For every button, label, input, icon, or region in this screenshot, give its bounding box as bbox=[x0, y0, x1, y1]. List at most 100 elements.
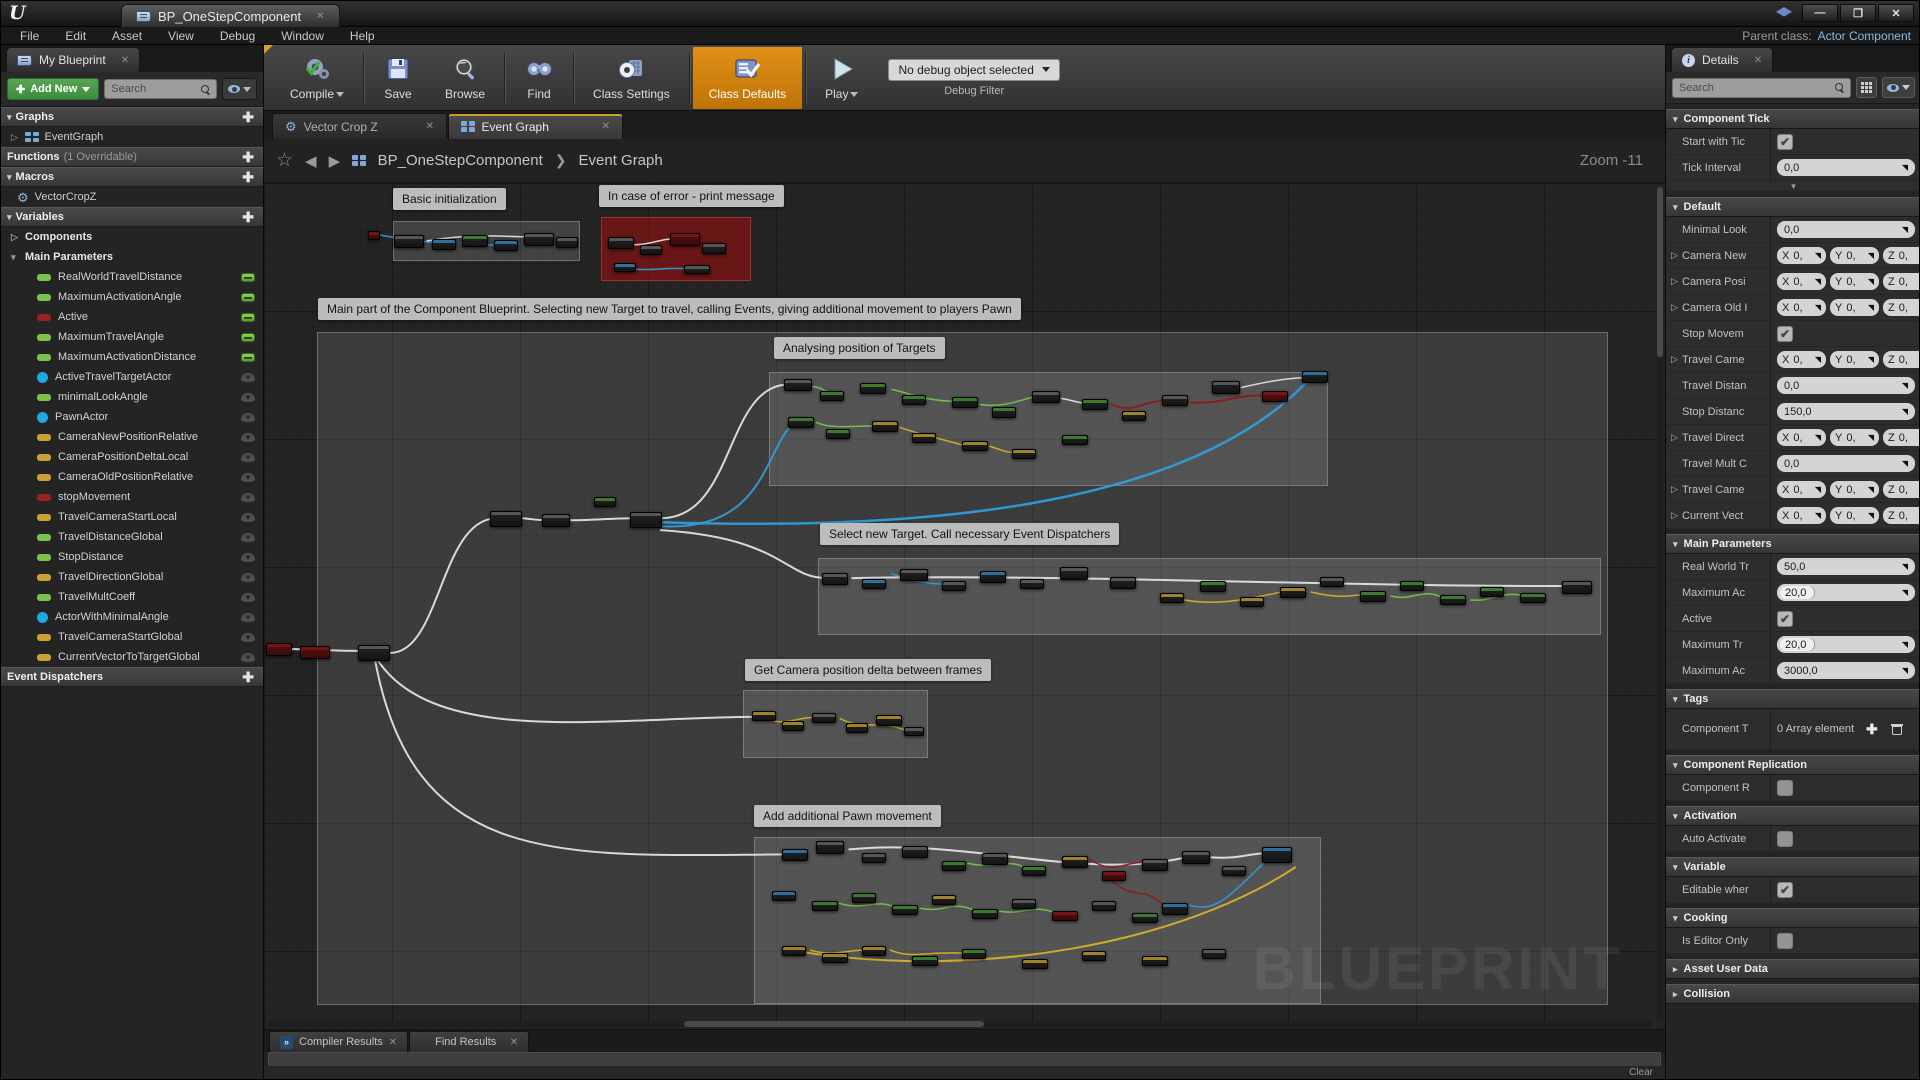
comment-header[interactable]: Main part of the Component Blueprint. Se… bbox=[318, 298, 1021, 320]
graph-node[interactable] bbox=[1052, 911, 1078, 921]
close-window-button[interactable]: ✕ bbox=[1878, 4, 1914, 22]
graph-node[interactable] bbox=[982, 853, 1008, 865]
vector-z-field[interactable]: Z0,◥ bbox=[1883, 481, 1919, 498]
graph-node[interactable] bbox=[822, 573, 848, 585]
chevron-down-icon[interactable] bbox=[850, 91, 859, 97]
variable-row[interactable]: stopMovement bbox=[1, 487, 263, 507]
graph-node[interactable] bbox=[1280, 587, 1306, 598]
class-defaults-button[interactable]: Class Defaults bbox=[692, 46, 803, 109]
graph-node[interactable] bbox=[846, 723, 868, 733]
nav-forward-icon[interactable]: ▶ bbox=[328, 152, 341, 170]
menu-asset[interactable]: Asset bbox=[112, 28, 143, 43]
variable-visibility-icon[interactable] bbox=[241, 352, 255, 362]
breadcrumb-current[interactable]: Event Graph bbox=[578, 152, 663, 169]
graph-node[interactable] bbox=[1160, 593, 1184, 603]
graph-node[interactable] bbox=[902, 395, 926, 405]
graph-node[interactable] bbox=[784, 379, 812, 391]
graph-node[interactable] bbox=[942, 581, 966, 591]
graph-node[interactable] bbox=[816, 841, 844, 854]
graph-node[interactable] bbox=[1202, 949, 1226, 959]
graph-node[interactable] bbox=[368, 231, 380, 240]
minimize-button[interactable]: — bbox=[1802, 4, 1838, 22]
chevron-down-icon[interactable] bbox=[336, 91, 345, 97]
variable-row[interactable]: CameraPositionDeltaLocal bbox=[1, 447, 263, 467]
bookmark-star-icon[interactable]: ☆ bbox=[276, 150, 294, 171]
document-tab[interactable]: BP_OneStepComponent ✕ bbox=[121, 4, 340, 27]
blueprint-search[interactable] bbox=[104, 79, 217, 99]
graph-node[interactable] bbox=[1110, 577, 1136, 589]
variable-visibility-icon[interactable] bbox=[241, 472, 255, 482]
graph-node[interactable] bbox=[300, 646, 330, 659]
checkbox[interactable] bbox=[1777, 932, 1793, 949]
graph-node[interactable] bbox=[788, 417, 814, 428]
graph-node[interactable] bbox=[900, 569, 928, 581]
graph-node[interactable] bbox=[860, 383, 886, 394]
spin-cell[interactable]: 20,0 bbox=[1780, 638, 1814, 651]
collapsed-arrow-icon[interactable]: ▸ bbox=[1673, 963, 1678, 974]
graph-node[interactable] bbox=[1022, 959, 1048, 969]
graph-node[interactable] bbox=[1092, 901, 1116, 911]
tab-details[interactable]: i Details ✕ bbox=[1671, 47, 1774, 72]
close-icon[interactable]: ✕ bbox=[509, 1036, 519, 1048]
graph-node[interactable] bbox=[1440, 595, 1466, 605]
variable-row[interactable]: minimalLookAngle bbox=[1, 387, 263, 407]
variable-visibility-icon[interactable] bbox=[241, 412, 255, 422]
graph-node[interactable] bbox=[826, 429, 850, 439]
graph-node[interactable] bbox=[1162, 903, 1188, 915]
graph-node[interactable] bbox=[962, 441, 988, 451]
graph-node[interactable] bbox=[266, 643, 292, 656]
row-expander-icon[interactable]: ▷ bbox=[1671, 432, 1678, 442]
spinbox-field[interactable]: 20,0◥ bbox=[1777, 636, 1915, 653]
graph-node[interactable] bbox=[1360, 591, 1386, 602]
variable-row[interactable]: StopDistance bbox=[1, 547, 263, 567]
graph-node[interactable] bbox=[1520, 593, 1546, 603]
value-field[interactable]: 0,0◥ bbox=[1777, 221, 1915, 238]
section-header[interactable]: ▸Asset User Data bbox=[1666, 959, 1919, 979]
graph-node[interactable] bbox=[630, 512, 662, 528]
graph-node[interactable] bbox=[1240, 597, 1264, 607]
checkbox[interactable]: ✔ bbox=[1777, 881, 1793, 898]
row-expander-icon[interactable]: ▷ bbox=[1671, 276, 1678, 286]
graph-node[interactable] bbox=[556, 237, 578, 248]
add-new-button[interactable]: ✚ Add New bbox=[7, 78, 100, 100]
graph-node[interactable] bbox=[972, 909, 998, 919]
variables-category-components[interactable]: ▷Components bbox=[1, 227, 263, 247]
graph-node[interactable] bbox=[812, 901, 838, 911]
compile-button[interactable]: Compile bbox=[274, 47, 360, 109]
graph-node[interactable] bbox=[932, 895, 956, 905]
graph-node[interactable] bbox=[542, 514, 570, 527]
section-header[interactable]: ▾Tags bbox=[1666, 689, 1919, 709]
class-settings-button[interactable]: Class Settings bbox=[577, 47, 686, 109]
menu-window[interactable]: Window bbox=[281, 28, 324, 43]
graph-node[interactable] bbox=[1262, 391, 1288, 402]
details-search-input[interactable] bbox=[1679, 81, 1831, 94]
add-icon[interactable]: ✚ bbox=[242, 109, 254, 125]
vector-z-field[interactable]: Z0,◥ bbox=[1883, 273, 1919, 290]
graph-node[interactable] bbox=[640, 245, 662, 255]
canvas-vertical-scrollbar[interactable] bbox=[1657, 187, 1663, 1021]
graph-node[interactable] bbox=[490, 511, 522, 527]
variable-visibility-icon[interactable] bbox=[241, 572, 255, 582]
graph-node[interactable] bbox=[358, 645, 390, 661]
graph-node[interactable] bbox=[862, 853, 886, 863]
graph-node[interactable] bbox=[782, 721, 804, 731]
variable-visibility-icon[interactable] bbox=[241, 452, 255, 462]
expanded-arrow-icon[interactable]: ▾ bbox=[1673, 538, 1678, 549]
graph-node[interactable] bbox=[1102, 871, 1126, 881]
graph-node[interactable] bbox=[1142, 956, 1168, 966]
variable-row[interactable]: MaximumActivationDistance bbox=[1, 347, 263, 367]
variable-row[interactable]: ActorWithMinimalAngle bbox=[1, 607, 263, 627]
comment-header[interactable]: Get Camera position delta between frames bbox=[745, 659, 992, 681]
graph-node[interactable] bbox=[782, 849, 808, 861]
variable-row[interactable]: Active bbox=[1, 307, 263, 327]
graph-node[interactable] bbox=[1132, 913, 1158, 923]
row-expander-icon[interactable]: ▷ bbox=[1671, 302, 1678, 312]
